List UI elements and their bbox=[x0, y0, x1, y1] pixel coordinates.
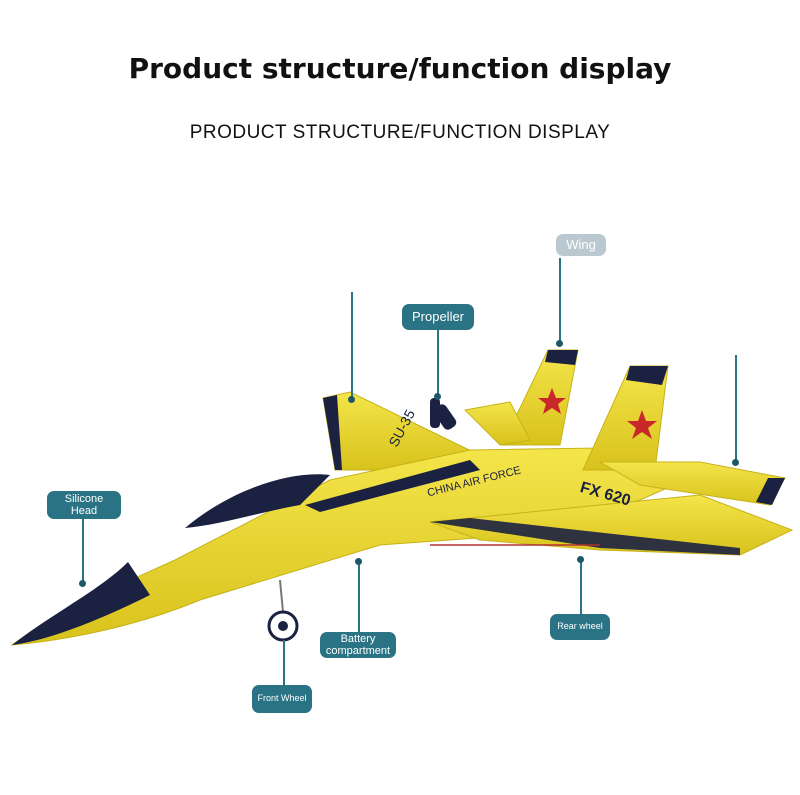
wing-callout: Wing bbox=[556, 234, 606, 256]
front-wheel-hub bbox=[278, 621, 288, 631]
propeller-blade bbox=[433, 404, 457, 430]
page-title: Product structure/function display bbox=[128, 52, 672, 85]
silicone-head-callout: Silicone Head bbox=[47, 491, 121, 519]
rear-wheel-callout: Rear wheel bbox=[550, 614, 610, 640]
left-stabilizer bbox=[463, 401, 531, 446]
front-tail-tip bbox=[626, 366, 668, 385]
battery-compartment-callout: Battery compartment bbox=[320, 632, 396, 658]
propeller-callout: Propeller bbox=[402, 304, 474, 330]
right-wing-leading-edge bbox=[430, 518, 740, 555]
canopy bbox=[185, 474, 330, 528]
front-star bbox=[627, 410, 657, 439]
front-wheel-strut bbox=[279, 579, 284, 613]
nose-cone bbox=[12, 562, 150, 645]
right-stabilizer-tip bbox=[756, 478, 785, 505]
dorsal-stripe bbox=[305, 460, 480, 512]
front-wheel-callout: Front Wheel bbox=[252, 685, 312, 713]
rear-tail-tip bbox=[545, 350, 578, 365]
page-subtitle: PRODUCT STRUCTURE/FUNCTION DISPLAY bbox=[189, 122, 611, 143]
left-wing-tip bbox=[323, 395, 342, 470]
rear-star bbox=[538, 388, 566, 414]
